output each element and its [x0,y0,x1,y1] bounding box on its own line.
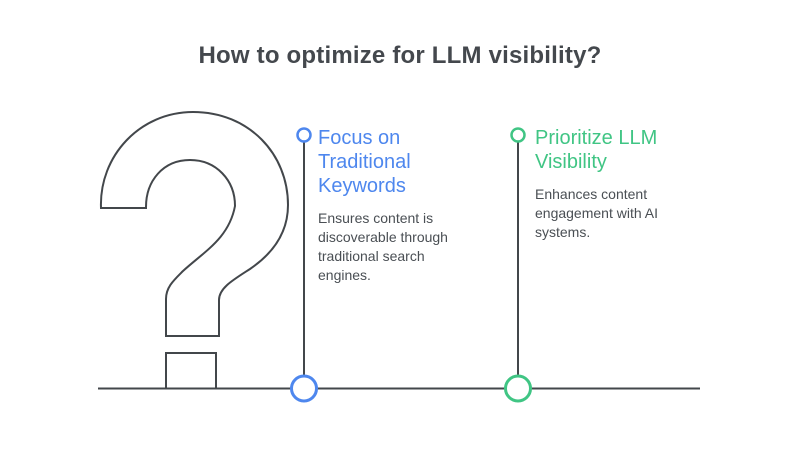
page-title: How to optimize for LLM visibility? [198,42,602,69]
milestone-1-top-node [296,127,312,143]
milestone-2-top-node [510,127,526,143]
milestone-1-bottom-node [290,374,318,403]
question-mark-dot [165,352,217,390]
question-mark-icon [99,110,290,390]
milestone-2-bottom-node [504,374,532,403]
milestone-heading: Focus on Traditional Keywords [318,127,411,197]
milestone-description: Enhances content engagement with AI syst… [535,186,658,240]
milestone-column-llm-visibility: Prioritize LLM Visibility Enhances conte… [535,126,705,242]
milestone-1-connector [290,127,318,403]
milestone-column-traditional-keywords: Focus on Traditional Keywords Ensures co… [318,126,488,285]
milestone-description: Ensures content is discoverable through … [318,210,448,283]
milestone-2-connector [504,127,532,403]
milestone-heading: Prioritize LLM Visibility [535,127,658,173]
